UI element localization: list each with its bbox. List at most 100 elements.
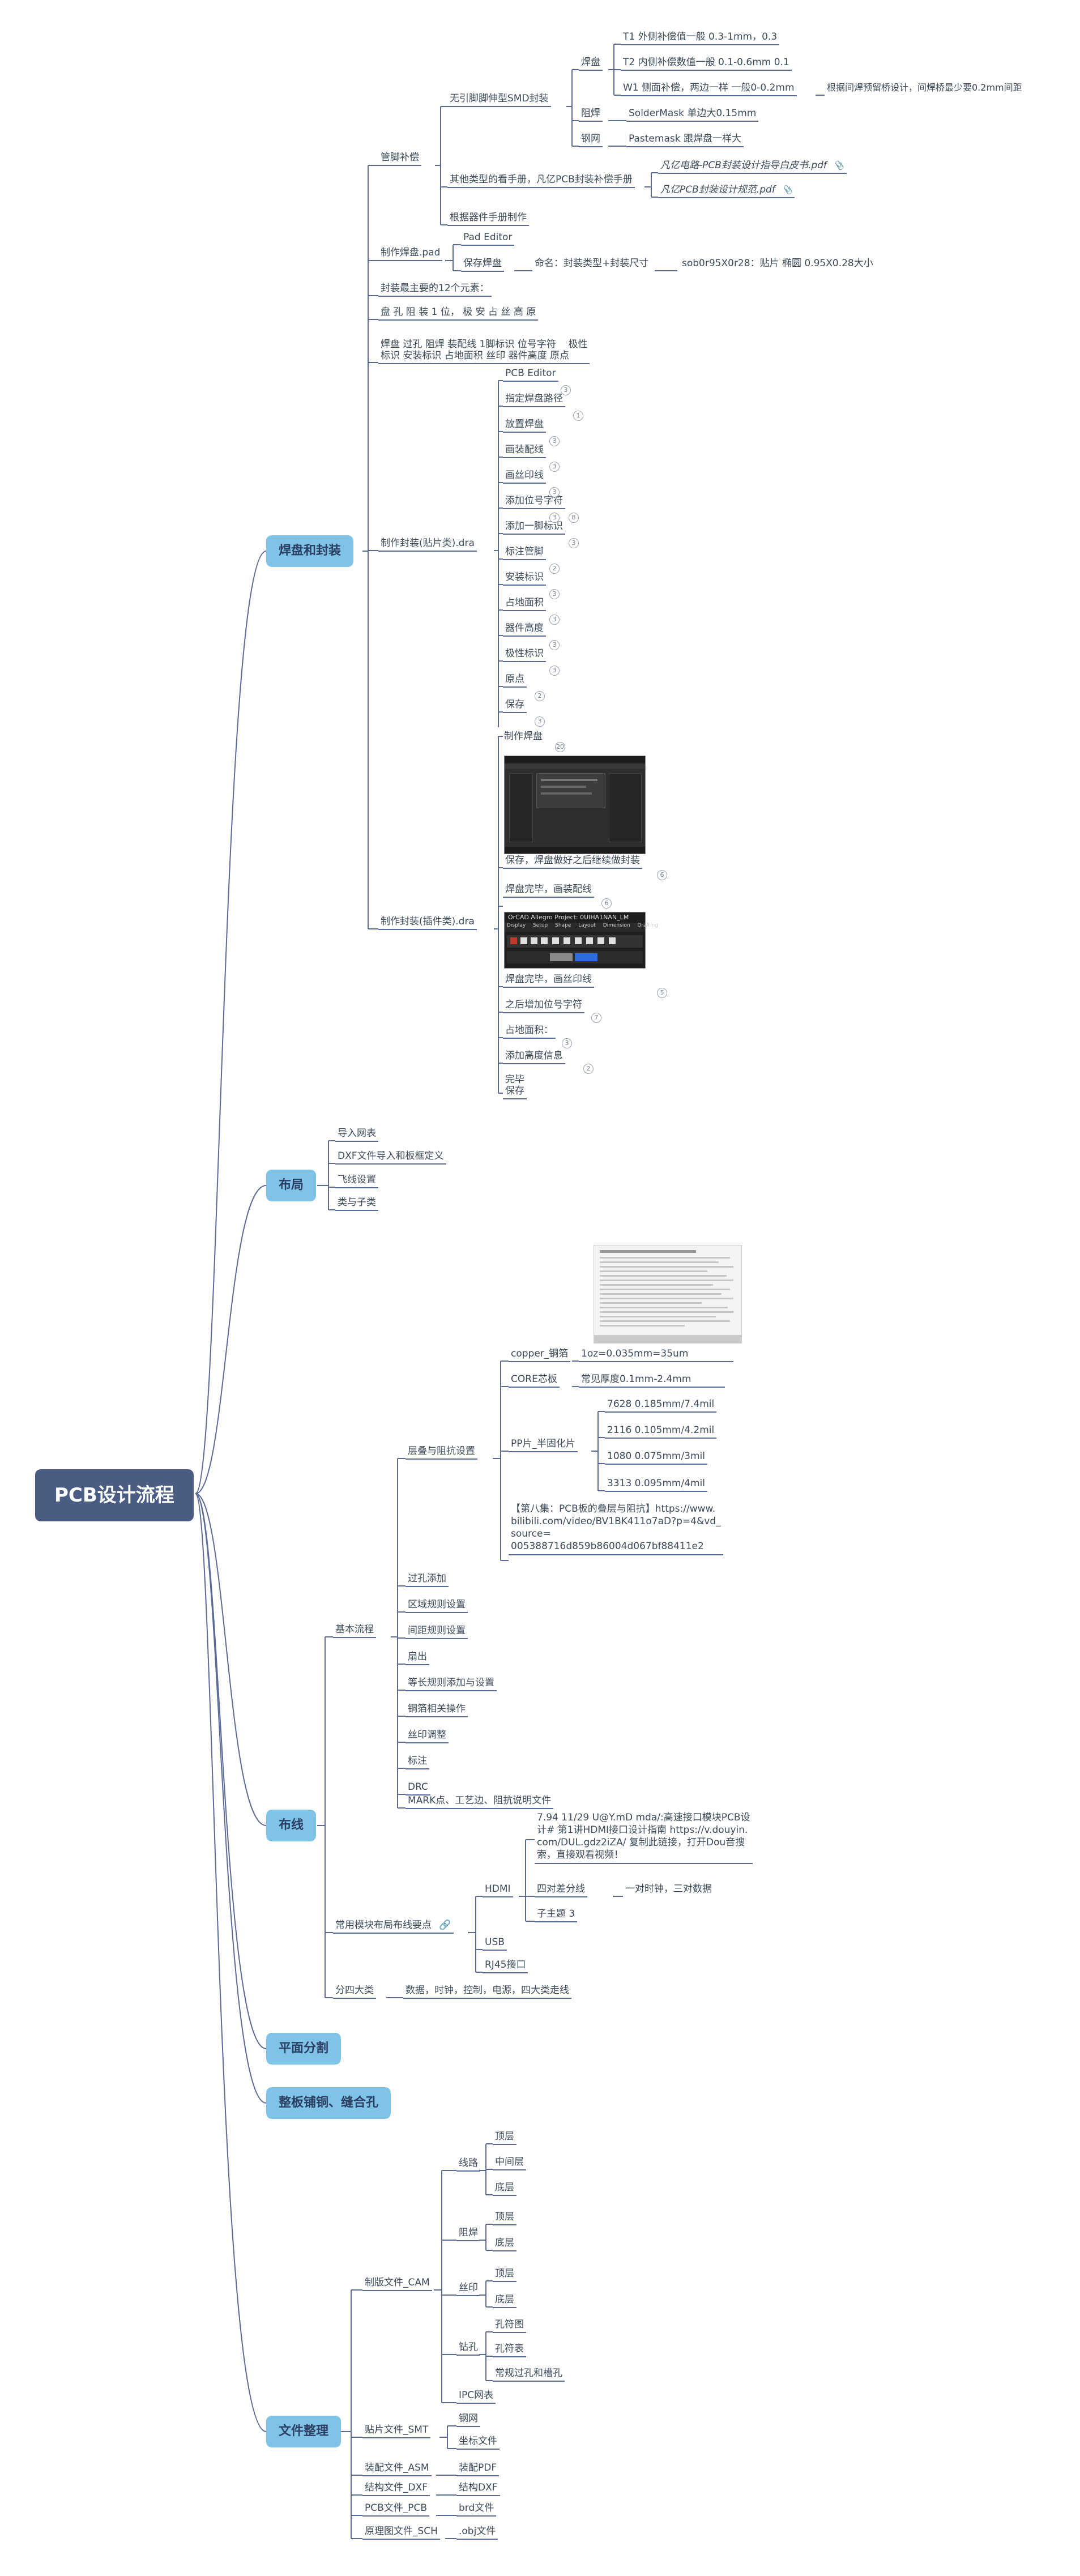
branch-copper-pour[interactable]: 整板铺铜、缝合孔 [266, 2087, 391, 2119]
node-basic-flow[interactable]: 基本流程 [333, 1624, 376, 1638]
node-fanout[interactable]: 扇出 [405, 1651, 429, 1665]
node-pad-editor[interactable]: Pad Editor [461, 232, 515, 246]
node-t1[interactable]: T1 外侧补偿值一般 0.3-1mm，0.3 [621, 31, 780, 45]
attachment-icon[interactable]: 📎 [833, 160, 844, 170]
node-stencil[interactable]: 钢网 [456, 2413, 480, 2427]
note-count-badge[interactable]: 3 [549, 487, 560, 497]
node-subtopic-3[interactable]: 子主题 3 [535, 1908, 578, 1922]
node-tht-make[interactable]: 制作封装(插件类).dra [378, 916, 477, 930]
note-count-badge[interactable]: 3 [549, 436, 560, 446]
step-tht-finish-done[interactable]: 完毕 [505, 1074, 524, 1085]
node-paste-value[interactable]: Pastemask 跟焊盘一样大 [626, 133, 744, 147]
node-copper-value[interactable]: 1oz=0.035mm=35um [579, 1348, 734, 1362]
node-four-categories-value[interactable]: 数据，时钟，控制，电源，四大类走线 [403, 1985, 571, 1999]
allegro-menu-item[interactable]: Shape [555, 923, 571, 928]
note-count-badge[interactable]: 2 [583, 1064, 594, 1074]
doc-whitepaper-label[interactable]: 凡亿电路-PCB封装设计指导白皮书.pdf [660, 160, 827, 171]
note-count-badge[interactable]: 20 [555, 742, 565, 752]
step-tht-assembly[interactable]: 焊盘完毕，画装配线 [503, 884, 594, 898]
node-silk-top[interactable]: 顶层 [493, 2268, 516, 2282]
step-tht-refdes[interactable]: 之后增加位号字符 [503, 999, 584, 1013]
node-via-add[interactable]: 过孔添加 [405, 1573, 449, 1587]
step-tht-silkscreen[interactable]: 焊盘完毕，画丝印线 [503, 974, 594, 988]
step-tht-save[interactable]: 保存，焊盘做好之后继续做封装 [503, 855, 642, 869]
note-count-badge[interactable]: 5 [657, 988, 667, 998]
node-hdmi[interactable]: HDMI [483, 1883, 513, 1897]
note-count-badge[interactable]: 3 [549, 666, 560, 676]
node-drill-map[interactable]: 孔符图 [493, 2319, 526, 2333]
node-doc-spec[interactable]: 凡亿PCB封装设计规范.pdf📎 [658, 184, 795, 198]
node-pp-7628[interactable]: 7628 0.185mm/7.4mil [605, 1398, 717, 1413]
node-trace-bottom[interactable]: 底层 [493, 2182, 516, 2196]
step-pin-label[interactable]: 标注管脚 [503, 546, 546, 560]
node-area-rules[interactable]: 区域规则设置 [405, 1599, 468, 1613]
node-stackup[interactable]: 层叠与阻抗设置 [405, 1445, 477, 1460]
node-cam-files[interactable]: 制版文件_CAM [362, 2277, 432, 2291]
note-count-badge[interactable]: 3 [561, 385, 571, 395]
node-copper[interactable]: copper_铜箔 [509, 1348, 571, 1362]
node-coordinates[interactable]: 坐标文件 [456, 2436, 500, 2450]
allegro-menu-item[interactable]: Drafting [637, 923, 659, 928]
node-module-tips[interactable]: 常用模块布局布线要点 🔗 [333, 1920, 454, 1934]
node-pp-2116[interactable]: 2116 0.105mm/4.2mil [605, 1425, 717, 1439]
node-elements-line[interactable]: 盘 孔 阻 装 1 位， 极 安 占 丝 高 原 [378, 306, 539, 321]
node-elements-title[interactable]: 封装最主要的12个元素： [378, 283, 492, 297]
node-dxf-files[interactable]: 结构文件_DXF [362, 2482, 430, 2496]
note-count-badge[interactable]: 3 [549, 513, 560, 523]
step-origin[interactable]: 原点 [503, 673, 527, 688]
node-ipc-netlist[interactable]: IPC网表 [456, 2390, 496, 2404]
allegro-menu-item[interactable]: Layout [578, 923, 596, 928]
node-cam-silk[interactable]: 丝印 [456, 2282, 480, 2296]
note-count-badge[interactable]: 3 [535, 716, 545, 727]
note-count-badge[interactable]: 7 [591, 1013, 601, 1023]
step-refdes[interactable]: 添加位号字符 [503, 495, 565, 509]
step-pin1[interactable]: 添加一脚标识 [503, 521, 565, 535]
node-pad-compensation[interactable]: 管脚补偿 [378, 152, 421, 166]
note-count-badge[interactable]: 3 [569, 538, 579, 548]
node-smt-files[interactable]: 贴片文件_SMT [362, 2424, 431, 2438]
node-four-categories[interactable]: 分四大类 [333, 1985, 376, 1999]
node-asm-pdf[interactable]: 装配PDF [456, 2462, 500, 2476]
node-t2[interactable]: T2 内侧补偿数值一般 0.1-0.6mm 0.1 [621, 57, 792, 71]
note-count-badge[interactable]: 6 [601, 898, 612, 909]
node-dxf-import[interactable]: DXF文件导入和板框定义 [335, 1150, 446, 1165]
node-diff-pairs[interactable]: 四对差分线 [535, 1883, 587, 1897]
branch-plane-split[interactable]: 平面分割 [266, 2033, 341, 2065]
node-core-value[interactable]: 常见厚度0.1mm-2.4mm [579, 1374, 725, 1388]
node-pad[interactable]: 焊盘 [579, 57, 603, 71]
node-paste[interactable]: 钢网 [579, 133, 603, 147]
node-drc[interactable]: DRC [405, 1781, 430, 1795]
node-w1-note[interactable]: 根据间焊预留桥设计，间焊桥最少要0.2mm间距 [827, 82, 1022, 93]
step-pcb-editor[interactable]: PCB Editor [503, 368, 558, 382]
node-drill-slots[interactable]: 常规过孔和槽孔 [493, 2368, 565, 2382]
note-count-badge[interactable]: 3 [549, 615, 560, 625]
step-tht-finish-save[interactable]: 保存 [505, 1085, 524, 1097]
node-naming-example[interactable]: sob0r95X0r28：贴片 椭圆 0.95X0.28大小 [682, 258, 873, 269]
node-silk-bottom[interactable]: 底层 [493, 2294, 516, 2308]
node-drill-table[interactable]: 孔符表 [493, 2343, 526, 2357]
node-silk-adjust[interactable]: 丝印调整 [405, 1729, 449, 1743]
note-count-badge[interactable]: 2 [535, 691, 545, 701]
allegro-menu-item[interactable]: Display [507, 923, 526, 928]
note-count-badge[interactable]: 3 [549, 640, 560, 650]
node-doc-whitepaper[interactable]: 凡亿电路-PCB封装设计指导白皮书.pdf 📎 [658, 160, 847, 174]
node-pad-make[interactable]: 制作焊盘.pad [378, 247, 443, 261]
node-prepreg[interactable]: PP片_半固化片 [509, 1438, 578, 1452]
node-asm-files[interactable]: 装配文件_ASM [362, 2462, 432, 2476]
allegro-menu-item[interactable]: Setup [533, 923, 548, 928]
node-trace-top[interactable]: 顶层 [493, 2131, 516, 2145]
step-silkscreen[interactable]: 画丝印线 [503, 470, 546, 484]
note-count-badge[interactable]: 1 [573, 411, 583, 421]
allegro-menu-item[interactable]: Dimension [603, 923, 630, 928]
node-solder-mask-value[interactable]: SolderMask 单边大0.15mm [626, 108, 759, 122]
node-length-rules[interactable]: 等长规则添加与设置 [405, 1677, 497, 1691]
node-class-subclass[interactable]: 类与子类 [335, 1197, 378, 1211]
step-tht-height[interactable]: 添加高度信息 [503, 1050, 565, 1064]
step-tht-area[interactable]: 占地面积： [503, 1025, 556, 1039]
node-elements-desc[interactable]: 焊盘 过孔 阻焊 装配线 1脚标识 位号字符 极性 标识 安装标识 占地面积 丝… [378, 339, 590, 364]
node-obj-file[interactable]: .obj文件 [456, 2526, 498, 2540]
node-mark-points[interactable]: MARK点、工艺边、阻抗说明文件 [405, 1795, 554, 1809]
doc-spec-label[interactable]: 凡亿PCB封装设计规范.pdf [660, 184, 775, 195]
root-node[interactable]: PCB设计流程 [35, 1469, 194, 1521]
node-w1[interactable]: W1 侧面补偿，两边一样 一般0-0.2mm [621, 82, 797, 96]
